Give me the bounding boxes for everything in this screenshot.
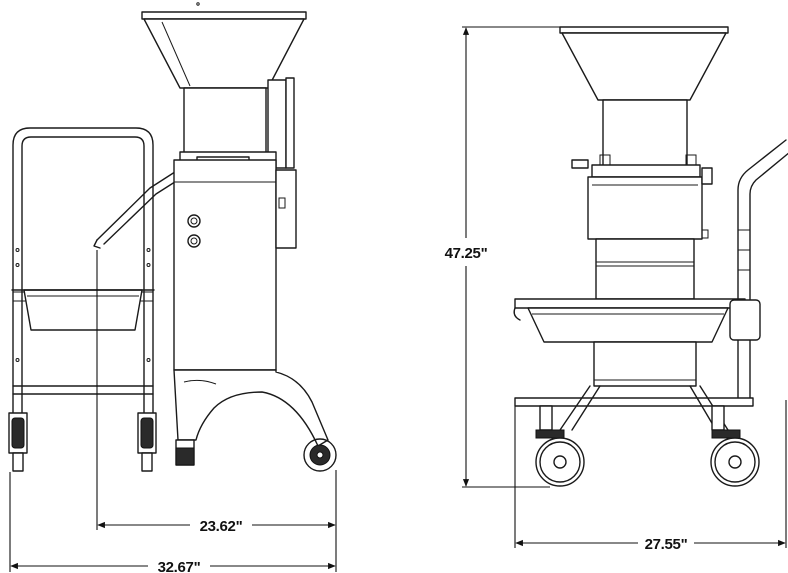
side-chute-arm [93, 169, 179, 249]
dimension-label-height: 47.25" [445, 245, 488, 262]
dimension-inner-width: 23.62" [96, 250, 337, 535]
side-cart-frame [12, 127, 154, 416]
side-cart-casters [8, 412, 157, 472]
front-casters [535, 429, 760, 487]
side-tray [11, 289, 155, 331]
front-body [593, 341, 697, 387]
front-tray [513, 298, 746, 343]
front-hopper [559, 26, 729, 178]
front-head [571, 159, 713, 300]
side-machine-body [173, 151, 297, 371]
dimension-height: 47.25" [445, 26, 560, 488]
dimension-overall-width-front: 27.55" [514, 400, 787, 553]
dimension-label-inner-width: 23.62" [200, 518, 243, 535]
dimension-label-overall-width-side: 32.67" [158, 559, 201, 573]
dimension-overall-width-side: 32.67" [9, 472, 337, 573]
dimension-label-overall-width-front: 27.55" [645, 536, 688, 553]
side-view [8, 2, 337, 472]
side-hopper [141, 2, 307, 169]
front-base-frame [514, 385, 754, 431]
front-cart-handle [729, 139, 788, 399]
side-base [173, 369, 337, 472]
front-view [513, 26, 788, 487]
